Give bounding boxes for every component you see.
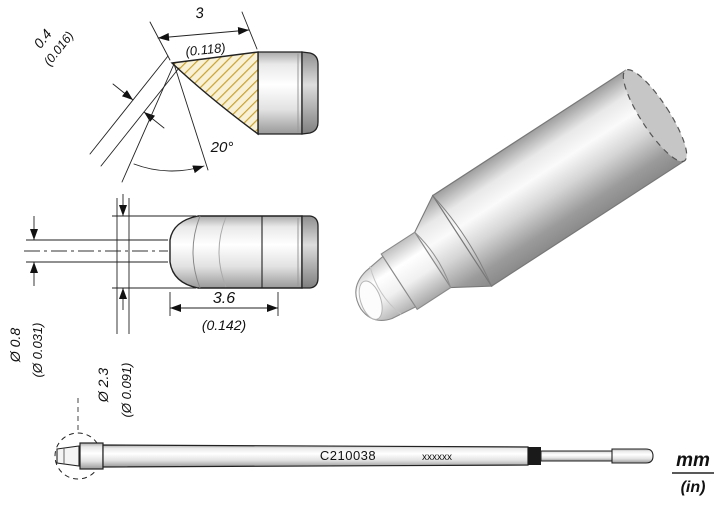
cartridge-model-text: C210038 [320,448,376,463]
dim-tip-length-mm: 3.6 [213,290,235,307]
detail-collar [257,51,303,135]
angle-leg [173,63,209,171]
detail-section-view: 3 (0.118) 0.4 (0.016) 20° [30,5,319,183]
detail-end-band [301,51,319,135]
iso-end-cap [622,69,688,163]
hatch-cross-section [170,51,259,136]
iso-grind-line [369,265,402,316]
dim-shaft-dia [112,194,196,334]
dim-edge-thickness-labels: 0.4 (0.016) [30,26,76,69]
dim-edge-dia-mm: Ø 0.8 [7,328,23,363]
grind-curve [218,216,227,288]
dim-edge-dia-in: (Ø 0.031) [30,323,45,378]
side-tip-body [169,215,303,289]
cartridge-collar [79,442,104,470]
cartridge-tip [56,445,80,467]
tip-side-view: Ø 0.8 (Ø 0.031) Ø 2.3 (Ø 0.091) 3.6 (0.1… [7,194,319,418]
dim-blade-width-mm: 3 [194,5,205,23]
dim-tip-length [169,292,279,316]
dim-shaft-dia-in: (Ø 0.091) [119,363,134,418]
side-end-band [301,215,319,289]
dimension-line [157,26,250,42]
grind-curve [192,215,201,289]
dim-edge-thickness [89,55,180,167]
dim-tip-length-in: (0.142) [202,317,246,333]
cartridge-serial-text: xxxxxx [422,452,452,463]
units-in: (in) [681,479,706,496]
extension-line [89,55,169,155]
dim-shaft-dia-mm: Ø 2.3 [95,368,111,403]
extension-line [100,67,180,167]
units-legend: mm (in) [672,450,714,496]
units-mm: mm [676,450,710,471]
cartridge-black-band [528,447,541,465]
dimension-arrow [112,83,134,101]
dim-edge-dia [26,216,168,286]
dim-blade-width [149,11,258,61]
iso-holder-rim [414,231,452,288]
extension-line [149,21,171,61]
dim-bevel-angle [121,63,209,183]
iso-3d-view [355,69,688,321]
dimension-arrow [143,111,165,129]
iso-body-rim [432,195,492,287]
extension-line [241,11,258,50]
cartridge-end [611,448,654,464]
angle-leg [121,63,175,183]
dim-bevel-angle-label: 20° [210,139,234,156]
iso-tip-face [358,280,383,320]
angle-arc [133,163,205,174]
dim-blade-width-in: (0.118) [185,40,227,59]
cartridge-shaft [540,450,613,462]
cartridge-body [102,444,529,468]
cartridge-full-view: C210038 xxxxxx [54,398,654,480]
